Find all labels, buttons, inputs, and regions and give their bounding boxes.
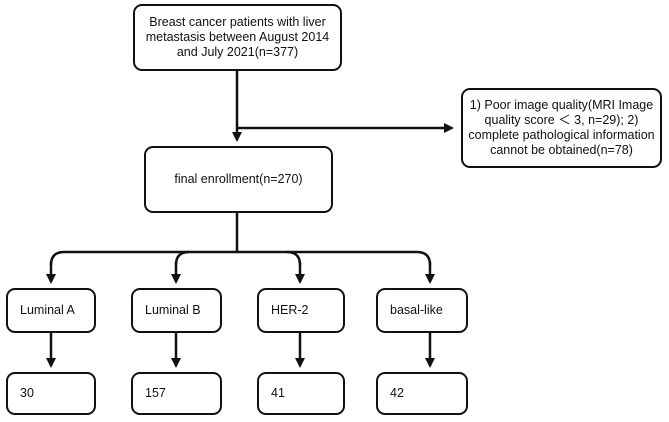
enrollment-box: final enrollment(n=270) — [144, 146, 333, 213]
exclusion-box-text: 1) Poor image quality(MRI Image quality … — [468, 98, 655, 157]
connector-bus — [49, 250, 432, 266]
count-value: 42 — [390, 386, 404, 400]
subtype-box-luminal-a: Luminal A — [6, 288, 96, 333]
count-box-basal-like: 42 — [376, 372, 468, 415]
enrollment-box-text: final enrollment(n=270) — [174, 172, 303, 186]
subtype-label: HER-2 — [271, 303, 309, 317]
arrow-to-luminal-b — [174, 250, 190, 266]
arrow-to-her2 — [286, 250, 302, 266]
count-box-luminal-b: 157 — [131, 372, 222, 415]
exclusion-box: 1) Poor image quality(MRI Image quality … — [461, 88, 662, 168]
count-box-her2: 41 — [257, 372, 345, 415]
count-value: 41 — [271, 386, 285, 400]
start-box: Breast cancer patients with liver metast… — [133, 4, 342, 71]
start-box-text: Breast cancer patients with liver metast… — [145, 15, 330, 59]
subtype-label: basal-like — [390, 303, 443, 317]
count-box-luminal-a: 30 — [6, 372, 96, 415]
subtype-box-luminal-b: Luminal B — [131, 288, 222, 333]
subtype-box-basal-like: basal-like — [376, 288, 468, 333]
count-value: 157 — [145, 386, 166, 400]
count-value: 30 — [20, 386, 34, 400]
subtype-box-her2: HER-2 — [257, 288, 345, 333]
subtype-label: Luminal A — [20, 303, 75, 317]
subtype-label: Luminal B — [145, 303, 201, 317]
